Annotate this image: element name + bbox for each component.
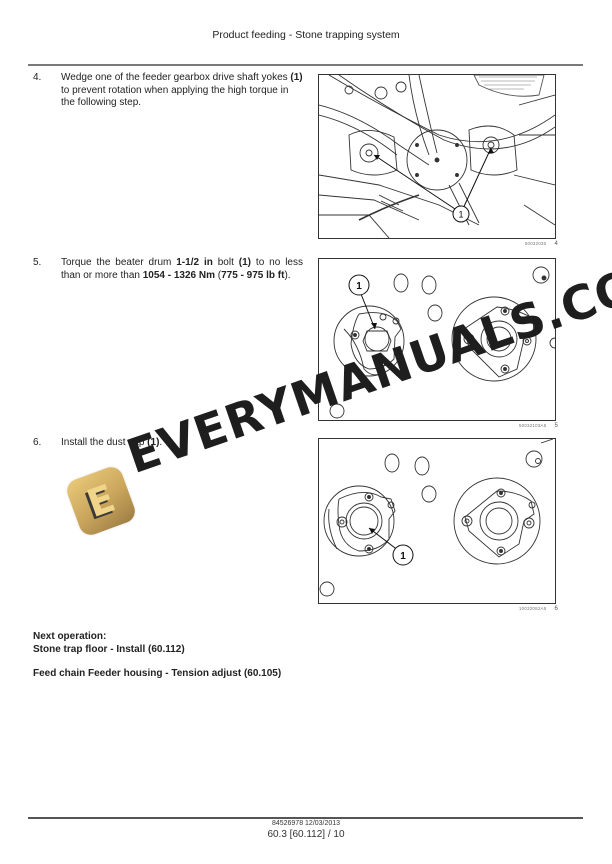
footer-rule bbox=[28, 817, 583, 819]
step-6: 6. Install the dust cap (1). bbox=[33, 437, 303, 450]
bolt-size: 1-1/2 in bbox=[176, 257, 213, 268]
callout-number: 1 bbox=[356, 281, 362, 292]
step-text: Torque the beater drum 1-1/2 in bolt (1)… bbox=[61, 257, 303, 282]
gearbox-illustration: 1 bbox=[319, 75, 555, 238]
figure-4-caption: 50032030 4 bbox=[318, 241, 558, 247]
text-run: to prevent rotation when applying the hi… bbox=[61, 84, 289, 109]
callout-number: 1 bbox=[400, 551, 406, 562]
related-operation: Feed chain Feeder housing - Tension adju… bbox=[33, 668, 281, 681]
step-text: Install the dust cap (1). bbox=[61, 437, 303, 450]
figure-4-gearbox-yokes: 1 bbox=[318, 74, 556, 239]
logo-e-icon: E bbox=[81, 475, 121, 527]
page-header-title: Product feeding - Stone trapping system bbox=[212, 29, 400, 41]
text-run: bolt bbox=[212, 257, 239, 268]
text-run: Torque the beater drum bbox=[61, 257, 177, 268]
step-text: Wedge one of the feeder gearbox drive sh… bbox=[61, 72, 303, 110]
header-rule bbox=[28, 64, 583, 66]
figure-id: 50032103A5 bbox=[518, 423, 547, 428]
step-number: 6. bbox=[33, 437, 42, 448]
figure-number: 5 bbox=[554, 423, 558, 429]
footer-doc-info: 84526978 12/03/2013 bbox=[271, 820, 341, 827]
figure-6-dust-cap: 1 bbox=[318, 438, 556, 604]
text-run: Wedge one of the feeder gearbox drive sh… bbox=[61, 72, 291, 83]
step-4: 4. Wedge one of the feeder gearbox drive… bbox=[33, 72, 303, 110]
text-run: Install the dust cap bbox=[61, 437, 148, 448]
next-operation-block: Next operation: Stone trap floor - Insta… bbox=[33, 631, 185, 656]
next-operation-label: Next operation: bbox=[33, 631, 107, 642]
figure-5-caption: 50032103A5 5 bbox=[318, 423, 558, 429]
step-number: 4. bbox=[33, 72, 42, 83]
figure-number: 6 bbox=[554, 606, 558, 612]
next-operation-link[interactable]: Stone trap floor - Install (60.112) bbox=[33, 643, 185, 655]
text-run: ). bbox=[284, 269, 291, 281]
figure-number: 4 bbox=[554, 241, 558, 247]
beater-drum-illustration: 1 bbox=[329, 266, 555, 419]
dust-cap-illustration: 1 bbox=[319, 439, 554, 597]
footer-page-reference: 60.3 [60.112] / 10 bbox=[267, 829, 345, 840]
text-run: to no less than or more than bbox=[61, 257, 303, 281]
figure-5-beater-drum-bolt: 1 bbox=[318, 258, 556, 421]
callout-ref: (1) bbox=[147, 437, 160, 448]
step-number: 5. bbox=[33, 257, 42, 268]
callout-number: 1 bbox=[458, 210, 463, 220]
figure-6-caption: 10032082A5 6 bbox=[318, 606, 558, 612]
figure-id: 50032030 bbox=[524, 241, 547, 246]
figure-id: 10032082A5 bbox=[518, 606, 547, 611]
torque-lbft: 775 - 975 lb ft bbox=[221, 269, 285, 281]
text-run: ( bbox=[215, 269, 222, 281]
related-operation-link[interactable]: Feed chain Feeder housing - Tension adju… bbox=[33, 668, 282, 679]
callout-ref: (1) bbox=[290, 72, 303, 83]
step-5: 5. Torque the beater drum 1-1/2 in bolt … bbox=[33, 257, 303, 282]
callout-ref: (1) bbox=[238, 257, 252, 268]
torque-nm: 1054 - 1326 Nm bbox=[142, 269, 215, 281]
text-run: . bbox=[159, 437, 163, 448]
watermark-logo: E bbox=[63, 463, 139, 539]
